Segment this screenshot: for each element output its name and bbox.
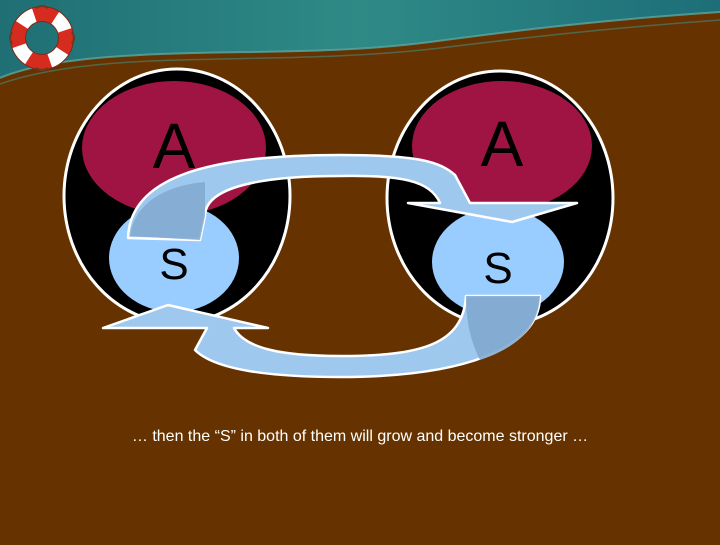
left-s-label: S [159,240,188,289]
header-band [0,0,720,85]
bottom-curved-arrow [101,294,542,379]
top-curved-arrow [126,153,579,242]
right-a-label: A [481,108,524,180]
left-a-label: A [153,110,196,182]
right-person: A S [385,69,615,327]
right-s-label: S [483,244,512,293]
caption-text: … then the “S” in both of them will grow… [131,428,589,445]
right-s-circle [432,208,564,316]
life-ring-icon [9,5,75,71]
